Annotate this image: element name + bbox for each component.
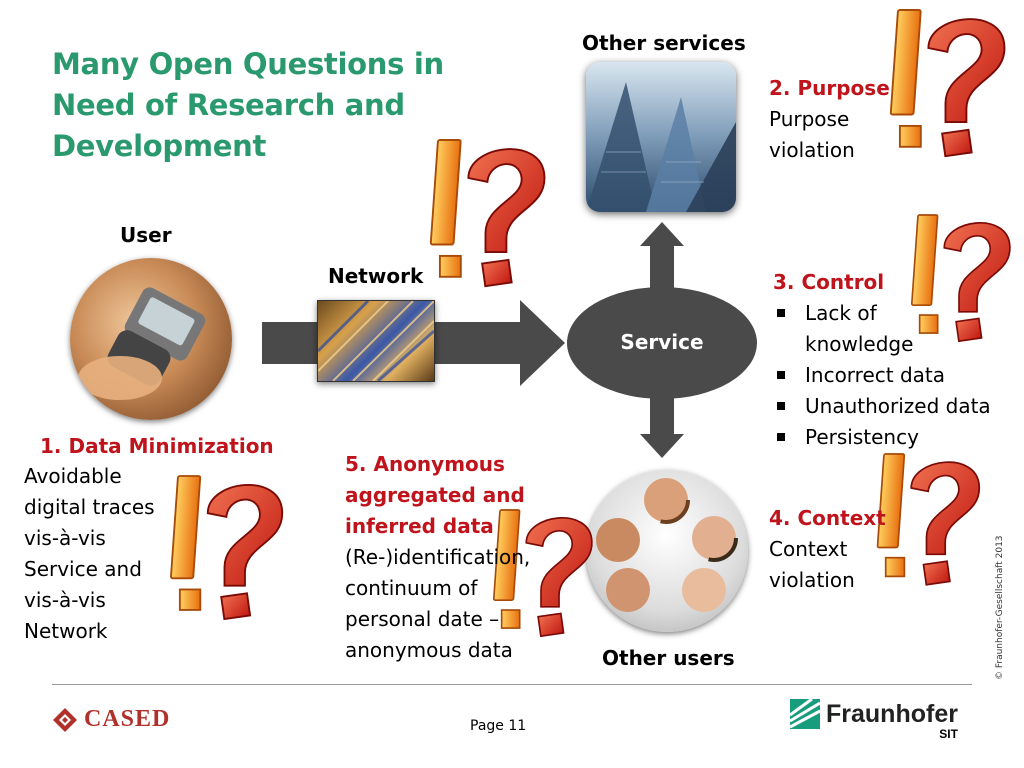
text-line: Purpose (769, 107, 850, 131)
context-heading: 4. Context (769, 506, 886, 530)
text-line: personal date – (345, 607, 500, 631)
section-data-minimization: 1. Data Minimization (40, 431, 274, 462)
text-line: anonymous data (345, 638, 513, 662)
other-users-label: Other users (602, 646, 735, 670)
text-line: (Re-)identification, (345, 545, 531, 569)
footer-divider (52, 684, 972, 685)
text-line: continuum of (345, 576, 478, 600)
other-services-label: Other services (582, 31, 746, 55)
section-anonymous: 5. Anonymous aggregated and inferred dat… (345, 449, 530, 666)
section-purpose: 2. Purpose Purpose violation (769, 73, 890, 166)
bullet-item: Unauthorized data (773, 391, 1013, 422)
up-arrow (640, 222, 684, 290)
anonymous-heading-line: 5. Anonymous (345, 452, 505, 476)
cased-logo: CASED (52, 706, 170, 733)
page-title: Many Open Questions in Need of Research … (52, 47, 444, 163)
anonymous-heading-line: aggregated and (345, 483, 525, 507)
bullet-item: Lack of knowledge (773, 298, 945, 360)
other-services-photo (586, 62, 736, 212)
down-arrow (640, 396, 684, 458)
fraunhofer-sub: SIT (939, 727, 958, 741)
network-photo (316, 299, 435, 383)
text-line: Avoidable (24, 464, 122, 488)
text-line: violation (769, 568, 855, 592)
service-label: Service (620, 330, 704, 354)
bullet-item: Incorrect data (773, 360, 1013, 391)
user-photo (70, 258, 232, 420)
data-minimization-text: Avoidable digital traces vis-à-vis Servi… (24, 461, 155, 647)
text-line: Service and (24, 557, 142, 581)
text-line: violation (769, 138, 855, 162)
other-users-photo (586, 470, 748, 632)
fraunhofer-logo: Fraunhofer SIT (790, 699, 958, 741)
network-label: Network (328, 264, 424, 288)
section-context: 4. Context Context violation (769, 503, 886, 596)
cased-logo-text: CASED (84, 706, 171, 732)
user-label: User (120, 223, 172, 247)
page-number: Page 11 (470, 718, 527, 734)
data-minimization-heading: 1. Data Minimization (40, 434, 274, 458)
fraunhofer-emblem-icon (790, 699, 820, 729)
copyright-text: © Fraunhofer-Gesellschaft 2013 (995, 535, 1005, 680)
cased-emblem-icon (53, 707, 77, 732)
bullet-item: Persistency (773, 422, 1013, 453)
control-bullet-list: Lack of knowledge Incorrect data Unautho… (773, 298, 1013, 453)
control-heading: 3. Control (773, 270, 885, 294)
text-line: Context (769, 537, 848, 561)
text-line: vis-à-vis (24, 526, 106, 550)
purpose-heading: 2. Purpose (769, 76, 890, 100)
text-line: Network (24, 619, 108, 643)
text-line: vis-à-vis (24, 588, 106, 612)
section-control: 3. Control Lack of knowledge Incorrect d… (773, 267, 1013, 453)
service-node (567, 287, 757, 399)
anonymous-heading-line: inferred data (345, 514, 494, 538)
fraunhofer-logo-text: Fraunhofer (826, 699, 958, 728)
text-line: digital traces (24, 495, 155, 519)
